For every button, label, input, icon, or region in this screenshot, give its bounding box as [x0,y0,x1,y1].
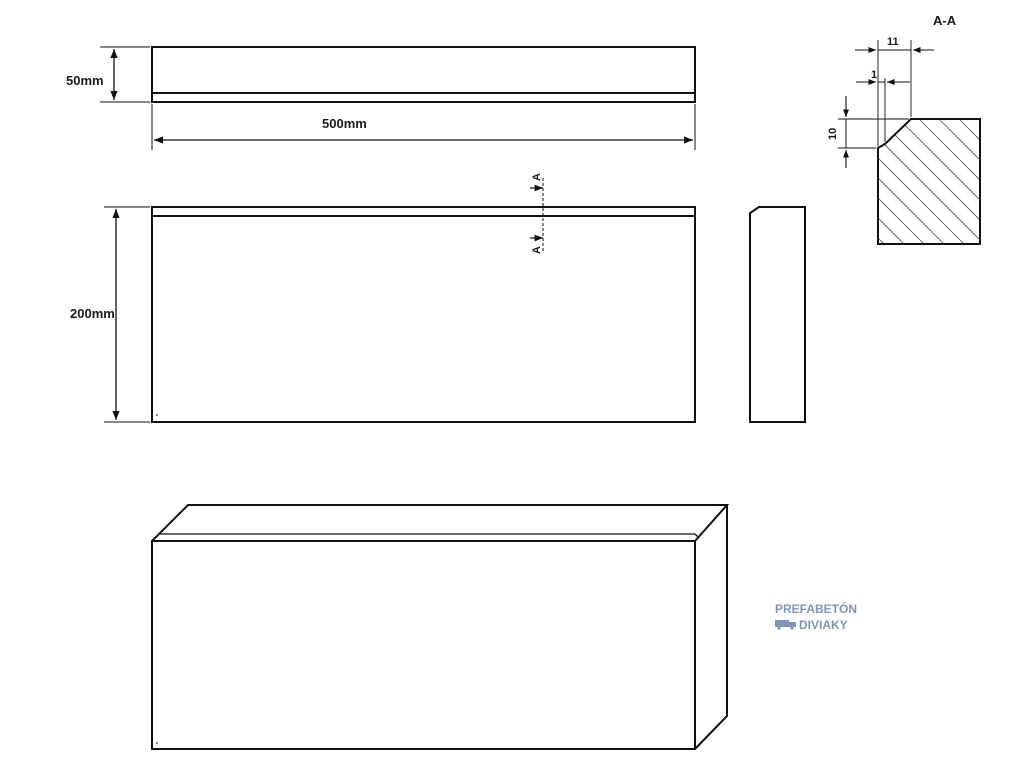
iso-side-face [694,505,728,750]
iso-front-face [151,540,696,750]
section-title: A-A [933,13,957,28]
section-mark-bottom: A [531,246,543,254]
section-aa [838,40,981,245]
dim-label-10: 10 [827,128,839,140]
top-view-outline [151,46,696,103]
front-view [104,178,696,423]
section-outline [877,118,981,245]
section-mark-top: A [531,173,543,181]
dim-label-1: 1 [871,69,877,81]
side-view [749,206,806,423]
dim-label-50mm: 50mm [66,73,104,88]
dim-label-11: 11 [887,36,899,48]
top-view [100,46,696,150]
section-hatch [878,119,980,244]
brand-logo: PREFABETÓN DIVIAKY [775,601,857,632]
brand-name-line1: PREFABETÓN [775,601,857,616]
brand-name-line2: DIVIAKY [799,618,848,632]
dim-label-500mm: 500mm [322,116,367,131]
iso-top-face [151,504,730,542]
truck-icon [775,620,796,630]
isometric-view [151,504,730,750]
side-view-outline [749,206,806,423]
front-view-outline [151,206,696,423]
dim-label-200mm: 200mm [70,306,115,321]
